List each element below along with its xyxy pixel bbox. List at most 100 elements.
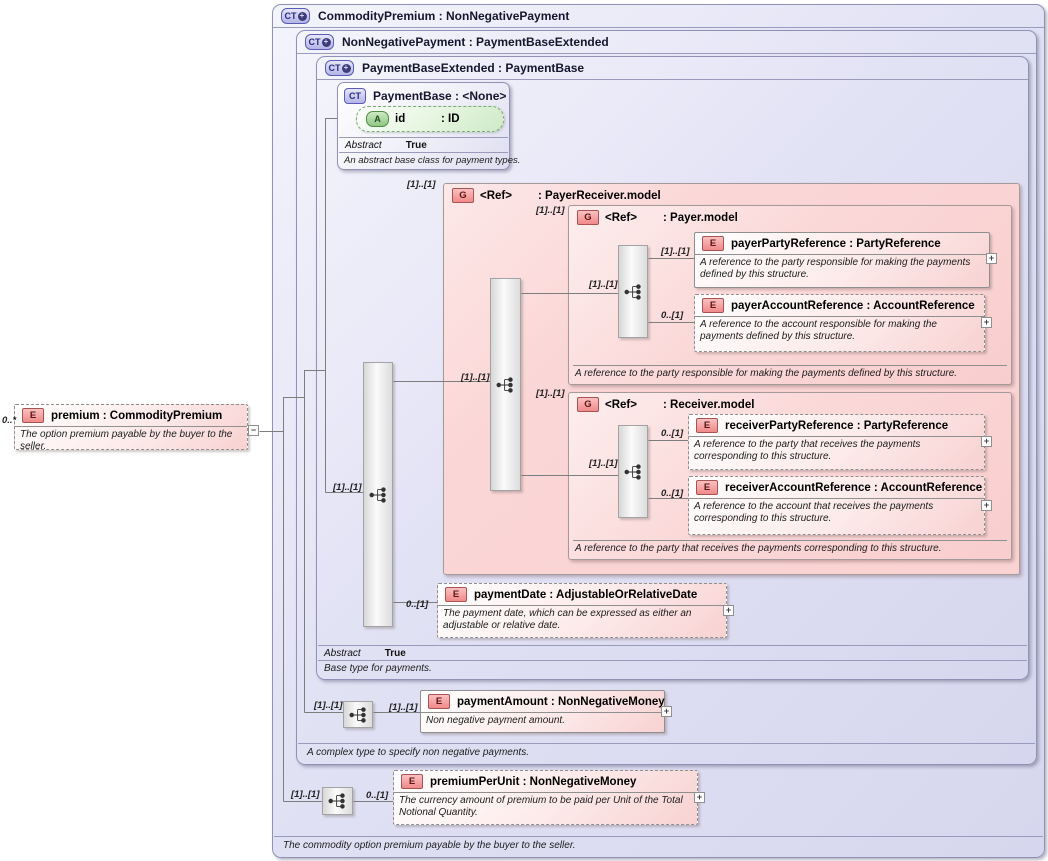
element-icon: E	[696, 480, 718, 495]
element-icon: E	[428, 694, 450, 709]
sequence-icon	[496, 376, 513, 393]
sequence-icon	[328, 793, 345, 809]
container-footer: Base type for payments.	[324, 663, 432, 674]
plus-icon: +	[341, 63, 351, 73]
sequence-bar-payment-base	[363, 362, 393, 627]
payment-base-title: PaymentBase : <None>	[373, 89, 507, 103]
complextype-expand-icon[interactable]: CT+	[281, 8, 310, 24]
group-icon: G	[452, 188, 474, 203]
element-receiver-account-reference[interactable]: E receiverAccountReference : AccountRefe…	[688, 476, 985, 535]
group-type-label: : PayerReceiver.model	[538, 189, 661, 202]
group-type-label: : Receiver.model	[663, 398, 755, 411]
abstract-value: True	[405, 140, 427, 151]
element-description: Non negative payment amount.	[426, 715, 565, 726]
sequence-bar-payer	[618, 245, 648, 338]
container-title: CommodityPremium : NonNegativePayment	[318, 9, 570, 23]
element-header: E paymentDate : AdjustableOrRelativeDate	[438, 584, 726, 606]
multiplicity-payment-amount-sequence: [1]..[1]	[314, 700, 343, 711]
multiplicity-premium-per-unit: 0..[1]	[366, 790, 389, 801]
complextype-expand-icon[interactable]: CT+	[305, 34, 334, 50]
complextype-expand-icon[interactable]: CT+	[325, 60, 354, 76]
attribute-icon: A	[366, 111, 389, 127]
group-header: G <Ref> : PayerReceiver.model	[444, 184, 1019, 203]
element-header: E payerPartyReference : PartyReference	[695, 233, 989, 255]
sequence-bar-premium-per-unit	[322, 787, 353, 815]
element-premium-per-unit[interactable]: E premiumPerUnit : NonNegativeMoney The …	[393, 770, 698, 825]
expand-button-premium-per-unit[interactable]: +	[694, 792, 705, 803]
element-label: paymentDate : AdjustableOrRelativeDate	[474, 588, 698, 601]
element-label: paymentAmount : NonNegativeMoney	[457, 695, 665, 708]
element-description: The payment date, which can be expressed…	[443, 608, 692, 631]
multiplicity-main-sequence: [1]..[1]	[333, 482, 362, 493]
element-payment-date[interactable]: E paymentDate : AdjustableOrRelativeDate…	[437, 583, 727, 638]
container-footer: A complex type to specify non negative p…	[298, 743, 1035, 762]
sequence-bar-payer-receiver	[490, 278, 521, 491]
sequence-bar-receiver	[618, 425, 648, 518]
abstract-row: Abstract True	[318, 645, 1027, 661]
container-header: CT+ NonNegativePayment : PaymentBaseExte…	[297, 31, 1036, 54]
element-label: payerPartyReference : PartyReference	[731, 237, 941, 250]
element-description: A reference to the party that receives t…	[694, 439, 921, 462]
plus-icon: +	[321, 37, 331, 47]
group-ref-label: <Ref>	[605, 398, 637, 411]
attribute-name: id	[395, 113, 406, 125]
expand-button-receiver-party-reference[interactable]: +	[981, 436, 992, 447]
element-label: premiumPerUnit : NonNegativeMoney	[430, 775, 637, 788]
multiplicity-receiver-account-reference: 0..[1]	[661, 488, 684, 499]
sequence-icon	[349, 706, 366, 723]
attribute-type: : ID	[441, 113, 460, 125]
element-payment-amount[interactable]: E paymentAmount : NonNegativeMoney Non n…	[420, 690, 665, 733]
expand-button-payer-account-reference[interactable]: +	[981, 317, 992, 328]
expand-button-payment-amount[interactable]: +	[661, 706, 672, 717]
payment-base-footer: An abstract base class for payment types…	[344, 155, 521, 166]
element-description: The currency amount of premium to be pai…	[399, 795, 683, 818]
element-receiver-party-reference[interactable]: E receiverPartyReference : PartyReferenc…	[688, 414, 985, 470]
container-footer: The commodity option premium payable by …	[274, 836, 1043, 855]
group-header: G <Ref> : Payer.model	[569, 206, 1011, 225]
multiplicity-receiver-sequence: [1]..[1]	[589, 458, 618, 469]
group-icon: G	[577, 210, 599, 225]
element-premium[interactable]: E premium : CommodityPremium The option …	[14, 404, 248, 452]
expand-button-payment-date[interactable]: +	[723, 605, 734, 616]
expand-button-receiver-account-reference[interactable]: +	[981, 500, 992, 511]
group-header: G <Ref> : Receiver.model	[569, 393, 1011, 412]
abstract-row: Abstract True	[339, 137, 508, 153]
element-header: E premiumPerUnit : NonNegativeMoney	[394, 771, 697, 793]
complextype-icon: CT	[344, 88, 366, 104]
payment-base-header: CT PaymentBase : <None>	[338, 83, 509, 104]
element-description: A reference to the party responsible for…	[700, 257, 971, 280]
collapse-button-premium[interactable]: −	[248, 425, 259, 436]
element-description: A reference to the account that receives…	[694, 501, 934, 524]
plus-icon: +	[297, 11, 307, 21]
element-payer-account-reference[interactable]: E payerAccountReference : AccountReferen…	[694, 294, 985, 352]
group-ref-label: <Ref>	[605, 211, 637, 224]
multiplicity-payer-account-reference: 0..[1]	[661, 310, 684, 321]
element-label: premium : CommodityPremium	[51, 409, 223, 422]
element-label: receiverPartyReference : PartyReference	[725, 419, 949, 432]
container-title: PaymentBaseExtended : PaymentBase	[362, 61, 585, 75]
multiplicity-payer-receiver-sequence: [1]..[1]	[461, 372, 490, 383]
attribute-id[interactable]: A id : ID	[356, 106, 504, 132]
container-header: CT+ CommodityPremium : NonNegativePaymen…	[273, 5, 1044, 28]
element-payer-party-reference[interactable]: E payerPartyReference : PartyReference A…	[694, 232, 990, 288]
multiplicity-receiver-party-reference: 0..[1]	[661, 428, 684, 439]
abstract-label: Abstract	[324, 648, 361, 659]
multiplicity-payment-amount: [1]..[1]	[389, 702, 418, 713]
element-icon: E	[696, 418, 718, 433]
element-label: payerAccountReference : AccountReference	[731, 299, 975, 312]
element-header: E receiverPartyReference : PartyReferenc…	[689, 415, 984, 437]
expand-button-payer-party-reference[interactable]: +	[986, 253, 997, 264]
multiplicity-payment-date: 0..[1]	[406, 599, 429, 610]
element-icon: E	[401, 774, 423, 789]
element-header: E receiverAccountReference : AccountRefe…	[689, 477, 984, 499]
container-header: CT+ PaymentBaseExtended : PaymentBase	[317, 57, 1028, 80]
group-type-label: : Payer.model	[663, 211, 738, 224]
multiplicity-premium: 0..*	[2, 415, 17, 426]
multiplicity-payer-receiver-group: [1]..[1]	[407, 179, 436, 190]
abstract-label: Abstract	[345, 140, 382, 151]
group-icon: G	[577, 397, 599, 412]
sequence-icon	[624, 463, 641, 480]
multiplicity-receiver-group: [1]..[1]	[536, 388, 565, 399]
element-header: E premium : CommodityPremium	[15, 405, 247, 427]
